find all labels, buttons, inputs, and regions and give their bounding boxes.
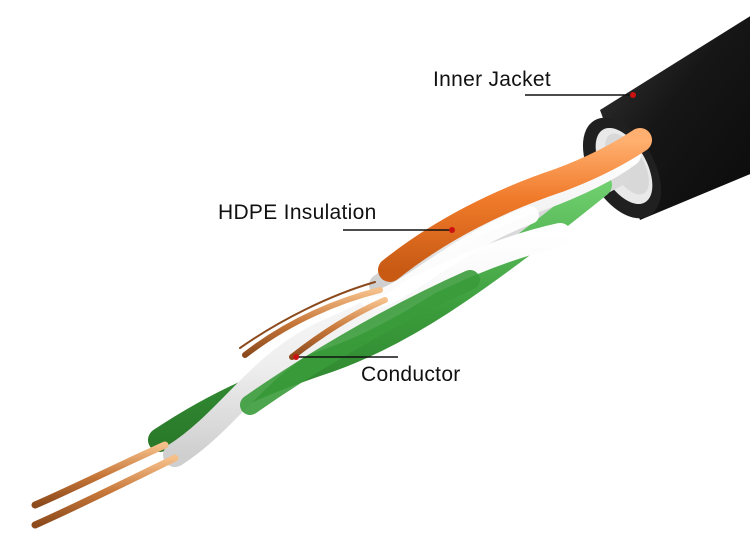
jacket-pointer-dot: [630, 92, 636, 98]
jacket-pointer: [525, 92, 636, 98]
inner-jacket-label: Inner Jacket: [433, 68, 551, 91]
hdpe-pointer-dot: [449, 227, 455, 233]
lower-conductors: [31, 441, 179, 529]
upper-conductors: [239, 281, 388, 360]
hdpe-pointer: [343, 227, 455, 233]
hdpe-insulation-label: HDPE Insulation: [218, 201, 377, 224]
green-white-pair: [148, 173, 612, 467]
orange-white-pair: [361, 128, 652, 309]
conductor-pointer-dot: [293, 354, 299, 360]
conductor-pointer: [293, 354, 398, 360]
conductor-label: Conductor: [361, 363, 461, 386]
